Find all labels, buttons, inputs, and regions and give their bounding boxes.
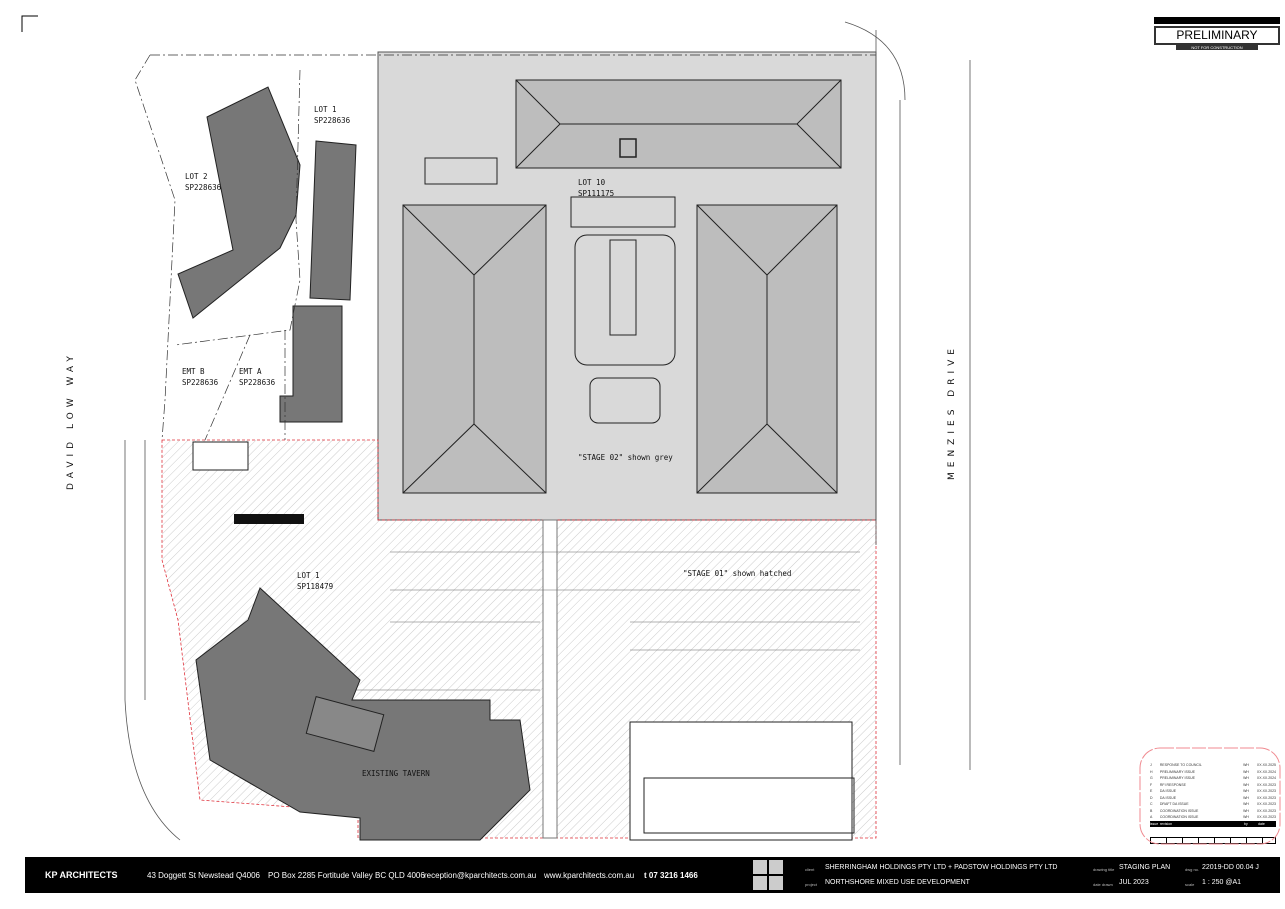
date-value: JUL 2023 [1119,879,1149,886]
firm-email[interactable]: reception@kparchitects.com.au [424,871,537,880]
kp-logo [753,860,783,890]
david-low-way-label: DAVID LOW WAY [66,351,76,490]
date-label: date drawn [1093,882,1113,887]
roads [124,21,971,841]
emt-b-label: EMT B SP228636 [182,367,219,387]
revision-header-issue: issue [1150,821,1159,826]
stamp-subtitle: NOT FOR CONSTRUCTION [1176,45,1258,50]
lot-10-label: LOT 10 SP111175 [578,178,615,198]
drawing-title-label: drawing title [1093,867,1115,872]
scale-label: scale [1185,882,1195,887]
revision-header-by: by [1244,821,1248,826]
lot-1-north-label: LOT 1 SP228636 [314,105,351,125]
firm-phone: t 07 3216 1466 [644,871,698,880]
lot-2-label: LOT 2 SP228636 [185,172,222,192]
crop-mark [21,15,38,32]
firm-name: KP ARCHITECTS [45,870,118,880]
firm-website[interactable]: www.kparchitects.com.au [544,871,635,880]
client-label: client [805,867,815,872]
dwg-no-value: 22019-DD 00.04 J [1202,864,1259,871]
project-label: project [805,882,818,887]
stamp-title: PRELIMINARY [1154,26,1280,45]
lot-1-building [309,140,357,301]
revision-header-date: date [1258,821,1265,826]
scale-value: 1 : 250 @A1 [1202,879,1242,886]
existing-tavern-label: EXISTING TAVERN [362,769,430,778]
client-value: SHERRINGHAM HOLDINGS PTY LTD + PADSTOW H… [825,864,1058,871]
revision-header-revision: revision [1160,821,1173,826]
stage-02-label: "STAGE 02" shown grey [578,453,673,462]
lot-boundaries [134,54,876,441]
project-value: NORTHSHORE MIXED USE DEVELOPMENT [825,879,970,886]
dwg-no-label: dwg no. [1185,867,1200,872]
lot-2-building [177,86,301,319]
existing-buildings [177,86,531,841]
emt-a-label: EMT A SP228636 [239,367,276,387]
menzies-drive-label: MENZIES DRIVE [947,344,957,480]
stage-01-building [629,721,853,841]
firm-address: 43 Doggett St Newstead Q4006 [147,871,260,880]
stage-02-buildings [402,79,842,494]
title-block: KP ARCHITECTS 43 Doggett St Newstead Q40… [25,857,1280,893]
stage-01-label: "STAGE 01" shown hatched [683,569,792,578]
drawing-title-value: STAGING PLAN [1119,864,1171,871]
preliminary-stamp: PRELIMINARY NOT FOR CONSTRUCTION [1154,17,1280,50]
lot-1-south-label: LOT 1 SP118479 [297,571,334,591]
firm-po-box: PO Box 2285 Fortitude Valley BC QLD 4006 [268,871,425,880]
